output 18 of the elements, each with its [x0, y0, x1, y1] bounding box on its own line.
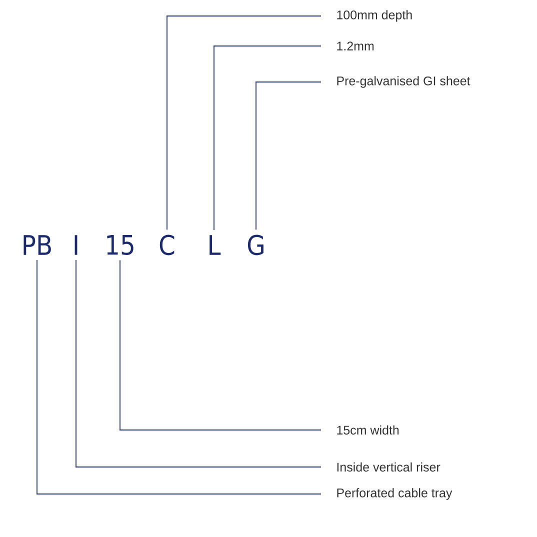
- leader-line: [120, 260, 322, 430]
- code-letter: L: [210, 235, 221, 255]
- code-letter: PB: [24, 235, 51, 255]
- code-letter: I: [74, 235, 78, 255]
- description-label: Perforated cable tray: [337, 488, 452, 500]
- leader-line: [36, 260, 322, 494]
- leader-line: [214, 46, 322, 230]
- code-letter: C: [160, 234, 174, 256]
- description-label: Pre-galvanised GI sheet: [337, 76, 470, 88]
- leader-line: [256, 82, 322, 230]
- leader-line: [76, 260, 322, 468]
- description-label: Inside vertical riser: [337, 462, 440, 472]
- code-letter: G: [248, 234, 264, 256]
- description-label: 1.2mm: [337, 42, 374, 50]
- description-label: 100mm depth: [337, 10, 412, 22]
- leader-line: [166, 16, 322, 230]
- code-letter: 15: [107, 234, 134, 256]
- description-label: 15cm width: [337, 425, 399, 435]
